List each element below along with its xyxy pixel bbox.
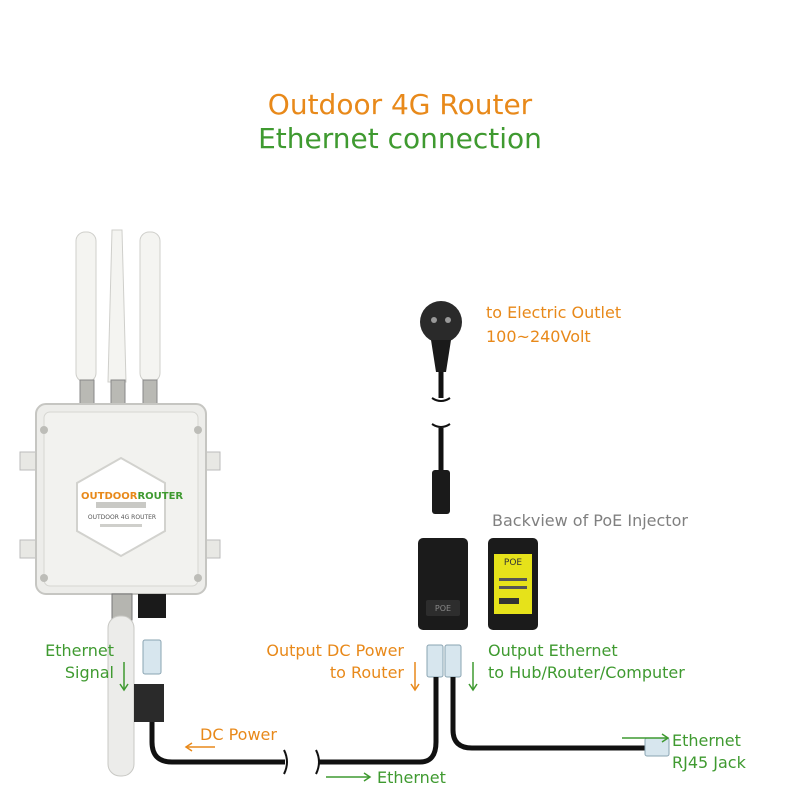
ethernet-cables (149, 677, 645, 765)
diagram-subtitle: Ethernet connection (258, 122, 542, 155)
injector-front-label: POE (434, 604, 452, 613)
poe-injector (418, 538, 468, 630)
router-rj45-plug (142, 639, 162, 675)
injector-rj45-plugs (426, 644, 462, 678)
router-model-label: OUTDOOR 4G ROUTER (87, 514, 157, 521)
poe-injector-backview (488, 538, 538, 630)
label-rj45-1: Ethernet (672, 731, 741, 750)
router-brand-b: ROUTER (137, 491, 184, 502)
label-voltage: 100~240Volt (486, 327, 591, 346)
router-brand-a: OUTDOOR (81, 491, 138, 502)
label-electric-outlet: to Electric Outlet (486, 303, 622, 322)
rj45-jack (644, 737, 670, 757)
label-ethernet-signal-1: Ethernet (45, 641, 114, 660)
router-brand-logo: OUTDOORROUTER (81, 484, 183, 503)
router-connectors (107, 593, 166, 777)
label-output-ethernet-2: to Hub/Router/Computer (488, 663, 685, 682)
injector-back-label: POE (503, 558, 523, 568)
label-backview: Backview of PoE Injector (492, 511, 688, 530)
router-antennas (75, 229, 161, 405)
cable-break-marks (283, 749, 320, 775)
label-ethernet-bottom: Ethernet (377, 768, 446, 787)
label-output-dc-2: to Router (329, 663, 404, 682)
label-dc-power: DC Power (200, 725, 277, 744)
annotation-arrows (119, 662, 670, 782)
label-output-dc-1: Output DC Power (266, 641, 404, 660)
power-plug (420, 301, 462, 514)
label-rj45-2: RJ45 Jack (672, 753, 746, 772)
outdoor-router-body (19, 403, 221, 595)
diagram-title: Outdoor 4G Router (267, 88, 533, 121)
label-output-ethernet-1: Output Ethernet (488, 641, 618, 660)
label-ethernet-signal-2: Signal (64, 663, 114, 682)
